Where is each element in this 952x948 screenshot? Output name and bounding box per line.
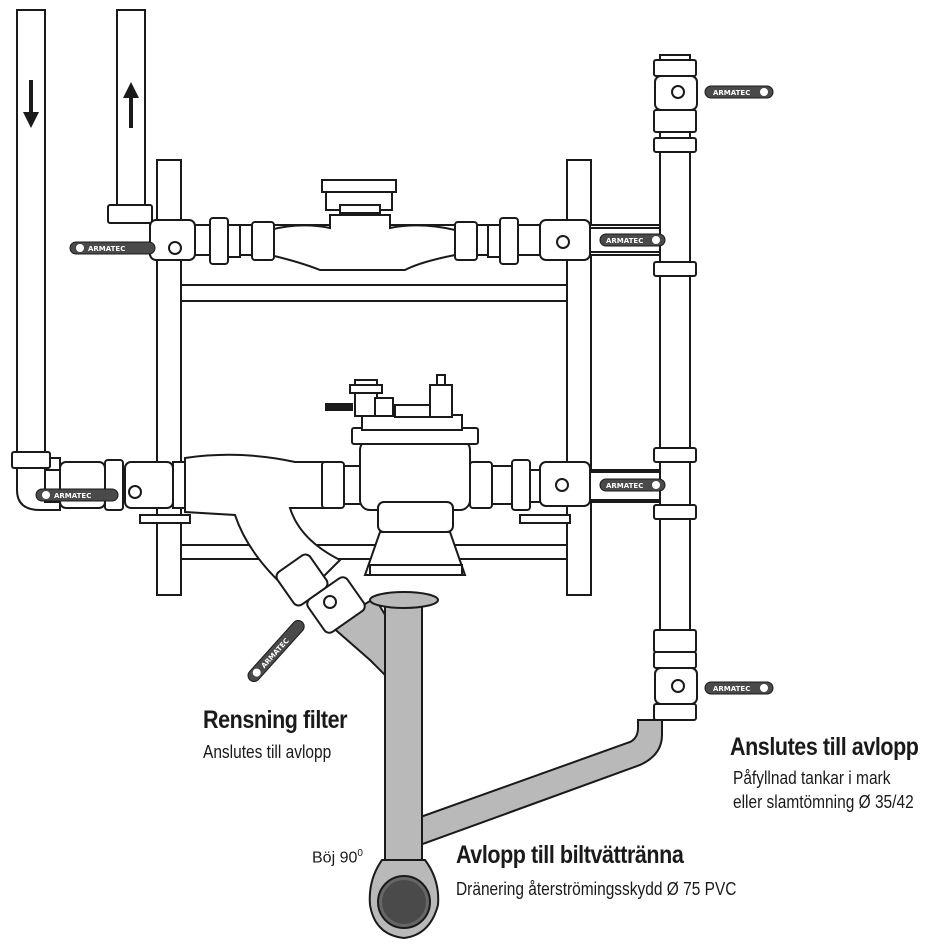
boj-label: Böj 900	[312, 848, 363, 867]
svg-text:ARMATEC: ARMATEC	[606, 482, 643, 490]
handle-riser-top: ARMATEC	[704, 85, 774, 99]
avlopp-sub: Dränering återströmingsskydd Ø 75 PVC	[456, 879, 737, 899]
frame-bar-top	[180, 284, 568, 302]
handle-bottom-left: ARMATEC	[35, 488, 119, 502]
pipe-inlet-down	[16, 9, 46, 459]
top-line	[149, 179, 684, 271]
supply-pipes	[11, 9, 153, 511]
rensning-title: Rensning filter	[203, 706, 348, 734]
drain-from-riser	[410, 719, 663, 847]
drain-main	[384, 599, 423, 881]
avlopp-title: Avlopp till biltvättränna	[456, 841, 684, 869]
water-meter	[269, 214, 456, 271]
arrow-down-icon	[23, 80, 39, 128]
anslutes-title: Anslutes till avlopp	[730, 733, 919, 761]
svg-text:ARMATEC: ARMATEC	[260, 637, 291, 670]
handle-bottom-right: ARMATEC	[599, 478, 666, 492]
valve-handles: ARMATEC ARMATEC ARMATEC ARMATEC ARMATEC …	[35, 85, 774, 695]
svg-text:ARMATEC: ARMATEC	[606, 237, 643, 245]
rensning-sub: Anslutes till avlopp	[203, 742, 332, 762]
svg-text:ARMATEC: ARMATEC	[713, 685, 750, 693]
boj-sup: 0	[357, 848, 363, 859]
svg-text:ARMATEC: ARMATEC	[713, 89, 750, 97]
svg-text:ARMATEC: ARMATEC	[54, 492, 91, 500]
drain-pipes	[328, 591, 663, 940]
handle-top-right: ARMATEC	[599, 233, 666, 247]
handle-top-left: ARMATEC	[69, 241, 156, 255]
handle-strainer-drain: ARMATEC	[247, 619, 305, 683]
anslutes-line1: Påfyllnad tankar i mark	[733, 768, 891, 788]
valve-top-left	[149, 219, 196, 261]
backflow-preventer	[359, 439, 471, 511]
right-riser	[653, 54, 698, 721]
test-lever	[325, 403, 353, 411]
boj-text: Böj 90	[312, 849, 358, 867]
arrow-up-icon	[123, 82, 139, 128]
svg-text:ARMATEC: ARMATEC	[88, 245, 125, 253]
anslutes-line2: eller slamtömning Ø 35/42	[733, 792, 914, 812]
handle-riser-bottom: ARMATEC	[704, 681, 774, 695]
